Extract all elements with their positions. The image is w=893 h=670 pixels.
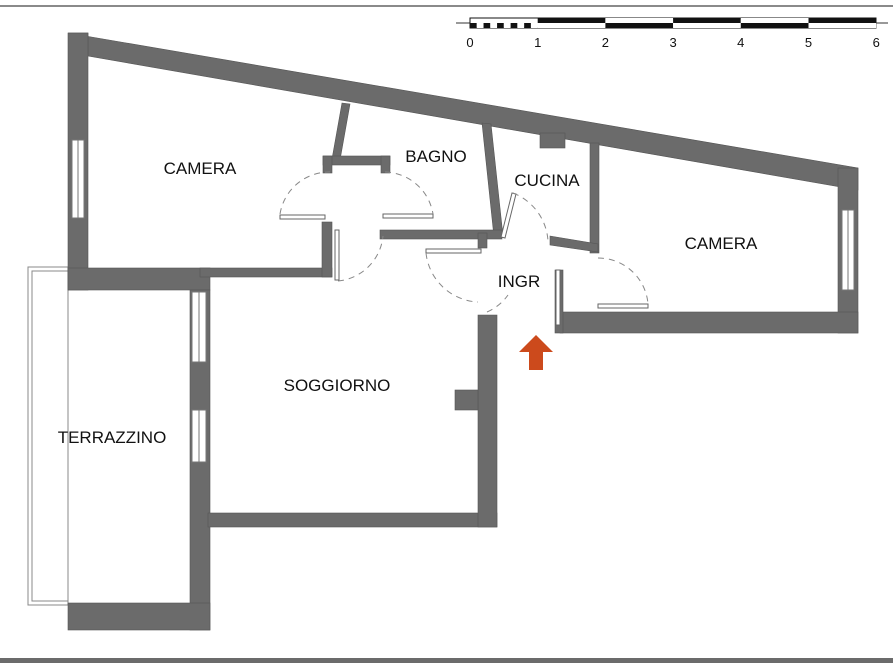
scale-bar-subsegment <box>503 23 511 28</box>
scale-bar-segment <box>605 18 674 23</box>
room-label-camera-left: CAMERA <box>164 159 237 178</box>
scale-bar-segment <box>808 18 877 23</box>
arrow-up-icon <box>519 335 553 370</box>
scale-bar-subsegment <box>510 23 518 28</box>
scale-bar-subsegment <box>476 23 484 28</box>
scale-bar-subsegment <box>517 23 525 28</box>
scale-bar-subsegment <box>497 23 504 28</box>
scale-bar-subsegment <box>490 23 498 28</box>
scale-bar-subsegment <box>470 23 477 28</box>
scale-bar-segment <box>537 18 606 23</box>
windows <box>71 139 855 463</box>
room-label-soggiorno: SOGGIORNO <box>284 376 391 395</box>
scale-tick-label: 1 <box>534 35 541 50</box>
terrace-railing <box>27 266 69 606</box>
scale-bar-segment <box>537 23 606 28</box>
scale-tick-label: 0 <box>466 35 473 50</box>
room-label-camera-right: CAMERA <box>685 234 758 253</box>
room-label-bagno: BAGNO <box>405 147 466 166</box>
scale-bar-segment <box>808 23 877 28</box>
room-label-ingresso: INGR <box>498 272 541 291</box>
scale-bar-segment <box>740 23 809 28</box>
scale-bar-subsegment <box>530 23 538 28</box>
scale-tick-label: 5 <box>805 35 812 50</box>
scale-bar-subsegment <box>524 23 531 28</box>
scale-tick-label: 6 <box>873 35 880 50</box>
room-label-terrazzino: TERRAZZINO <box>58 428 167 447</box>
scale-tick-label: 3 <box>669 35 676 50</box>
top-frame-line <box>0 5 893 7</box>
scale-bar-segment <box>740 18 809 23</box>
doors <box>279 171 649 326</box>
scale-bar-subsegment <box>483 23 491 28</box>
scale-bar-segment <box>673 23 741 28</box>
scale-bar-segment <box>673 18 741 23</box>
scale-bar-segment <box>605 23 674 28</box>
room-label-cucina: CUCINA <box>514 171 580 190</box>
scale-tick-label: 2 <box>602 35 609 50</box>
bottom-frame-line <box>0 658 893 663</box>
walls <box>67 32 859 631</box>
scale-tick-label: 4 <box>737 35 744 50</box>
scale-bar: 0 1 2 3 4 5 6 <box>456 17 888 50</box>
